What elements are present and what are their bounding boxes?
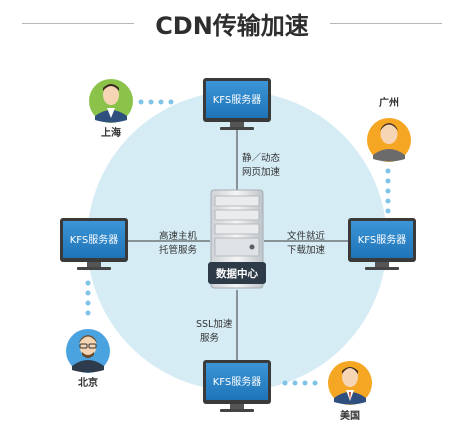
link-left-line2: 托管服务 <box>158 245 197 256</box>
location-label-guangzhou: 广州 <box>379 98 399 109</box>
server-monitor-left: KFS服务器 <box>60 218 128 270</box>
page-title: CDN传输加速 <box>155 12 309 40</box>
server-monitor-right: KFS服务器 <box>348 218 416 270</box>
guangzhou-user-icon <box>367 118 411 162</box>
location-label-shanghai: 上海 <box>101 128 121 139</box>
link-label-right: 文件就近 下载加速 <box>282 230 330 258</box>
beijing-user-icon <box>66 329 110 373</box>
server-monitor-top: KFS服务器 <box>203 78 271 130</box>
server-left-label: KFS服务器 <box>70 233 118 246</box>
link-bottom-line1: SSL加速 <box>196 319 233 330</box>
server-top-label: KFS服务器 <box>213 93 261 106</box>
server-right-label: KFS服务器 <box>358 233 406 246</box>
link-label-left: 高速主机 托管服务 <box>154 230 202 258</box>
link-right-line2: 下载加速 <box>286 245 325 256</box>
server-bottom-label: KFS服务器 <box>213 375 261 388</box>
link-top-line2: 网页加速 <box>242 167 281 178</box>
server-monitor-bottom: KFS服务器 <box>203 360 271 412</box>
data-center-label: 数据中心 <box>215 267 258 280</box>
shanghai-user-icon <box>89 79 133 123</box>
link-label-bottom: SSL加速 服务 <box>196 318 236 346</box>
usa-user-icon <box>328 361 372 405</box>
title-divider-left <box>22 23 134 24</box>
link-right-line1: 文件就近 <box>286 231 325 242</box>
location-label-usa: 美国 <box>340 411 360 422</box>
link-bottom-line2: 服务 <box>200 333 220 344</box>
link-label-top: 静／动态 网页加速 <box>242 152 280 180</box>
dotted-connectors <box>85 99 391 386</box>
data-center-icon: 数据中心 <box>208 189 266 289</box>
title-bar: CDN传输加速 <box>0 0 464 50</box>
link-left-line1: 高速主机 <box>158 231 197 242</box>
link-top-line1: 静／动态 <box>242 153 281 164</box>
location-label-beijing: 北京 <box>78 378 98 389</box>
title-divider-right <box>330 23 442 24</box>
